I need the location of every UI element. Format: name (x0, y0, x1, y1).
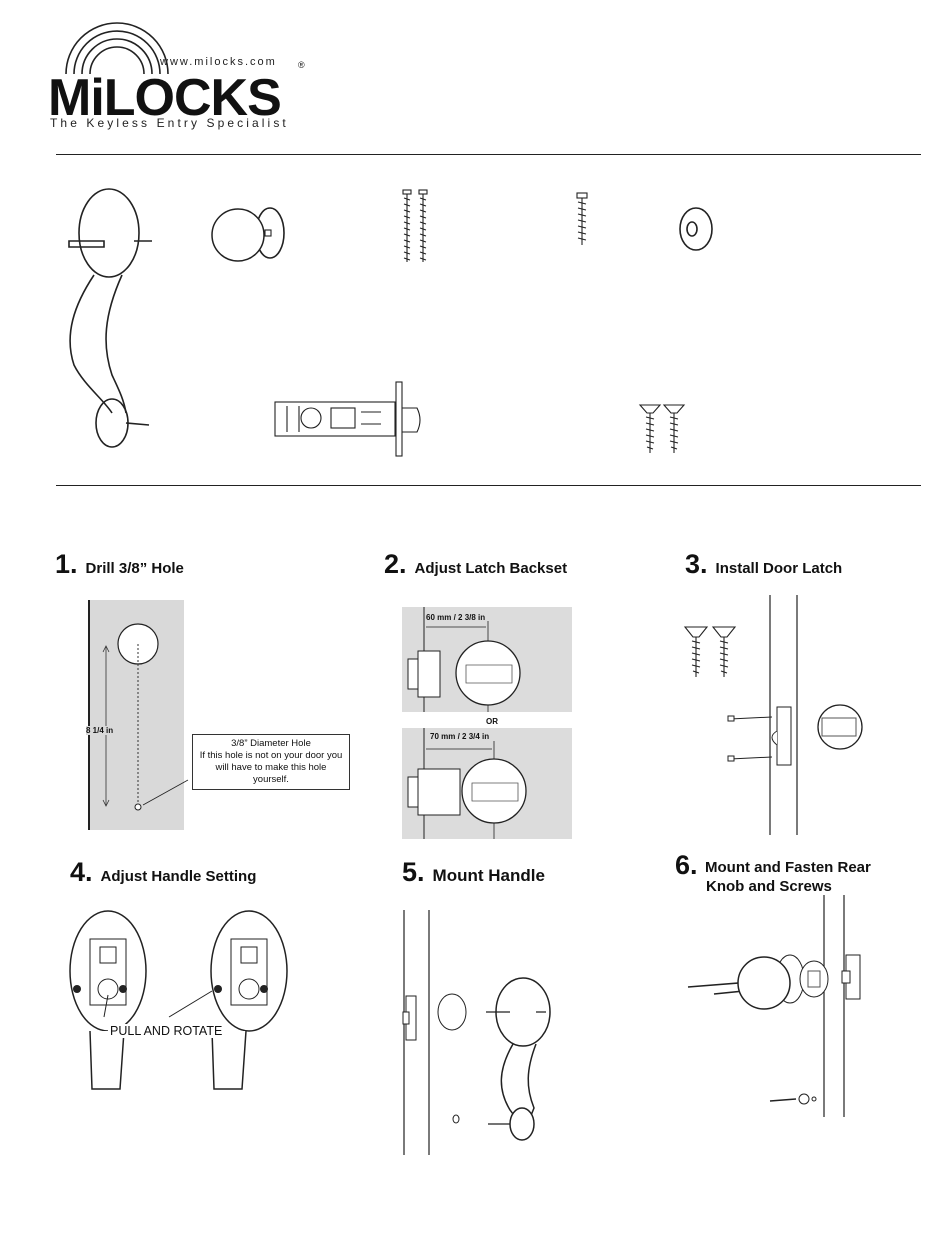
step-label: Drill 3/8” Hole (85, 560, 184, 577)
step-label: Mount Handle (432, 866, 545, 885)
callout-body: If this hole is not on your door you wil… (199, 750, 343, 785)
bottom-divider (56, 485, 921, 486)
signal-arcs-icon (65, 22, 169, 75)
logo-url: www.milocks.com (160, 56, 277, 68)
backset-60mm: 60 mm / 2 3/8 in (426, 613, 486, 622)
step-number: 1. (55, 549, 78, 579)
step-number: 4. (70, 857, 93, 887)
door-edge (88, 600, 90, 830)
install-latch-icon (683, 595, 863, 835)
step-label: Adjust Handle Setting (100, 868, 257, 885)
height-measurement: 8 1/4 in (86, 726, 114, 735)
step-label-line1: Mount and Fasten Rear (705, 859, 871, 876)
spacer-ring-icon (679, 207, 713, 251)
step-5-title: 5. Mount Handle (402, 857, 545, 888)
short-screw-icon (576, 192, 588, 245)
step-2-diagram: 60 mm / 2 3/8 in OR 70 mm / 2 3/4 in (402, 607, 572, 839)
mount-handle-icon (402, 910, 551, 1155)
step-number: 3. (685, 549, 708, 579)
callout-title: 3/8” Diameter Hole (231, 738, 311, 749)
step-1-diagram: 8 1/4 in 3/8” Diameter Hole If this hole… (86, 600, 353, 832)
mounting-screws-icon (402, 189, 428, 262)
step-number: 6. (675, 850, 698, 880)
logo-tagline: The Keyless Entry Specialist (50, 116, 289, 130)
step-2-title: 2. Adjust Latch Backset (384, 549, 567, 580)
top-divider (56, 154, 921, 155)
door-latch-icon (274, 381, 421, 457)
latch-backset-icon (407, 607, 527, 839)
step-label: Install Door Latch (715, 560, 843, 577)
step-label-line2: Knob and Screws (706, 878, 832, 895)
handle-setting-icon (69, 910, 288, 1090)
step-number: 2. (384, 549, 407, 579)
step-4-title: 4. Adjust Handle Setting (70, 857, 256, 888)
or-label: OR (486, 717, 498, 726)
registered-mark: ® (298, 60, 305, 70)
step-3-title: 3. Install Door Latch (685, 549, 842, 580)
wood-screws-icon (638, 404, 686, 453)
pull-rotate-label: PULL AND ROTATE (108, 1024, 225, 1038)
parts-section (56, 165, 921, 475)
step-number: 5. (402, 857, 425, 887)
brand-logo: www.milocks.com ® MiLOCKS The Keyless En… (48, 20, 308, 132)
drill-guide-icon (102, 623, 189, 811)
rear-knob-install-icon (687, 895, 861, 1117)
step-label: Adjust Latch Backset (414, 560, 568, 577)
rear-knob-icon (211, 207, 285, 262)
front-handle-icon (68, 188, 152, 448)
step-1-title: 1. Drill 3/8” Hole (55, 549, 184, 580)
logo-wordmark: MiLOCKS (48, 69, 282, 127)
hole-callout: 3/8” Diameter Hole If this hole is not o… (192, 734, 350, 790)
backset-70mm: 70 mm / 2 3/4 in (430, 732, 490, 741)
